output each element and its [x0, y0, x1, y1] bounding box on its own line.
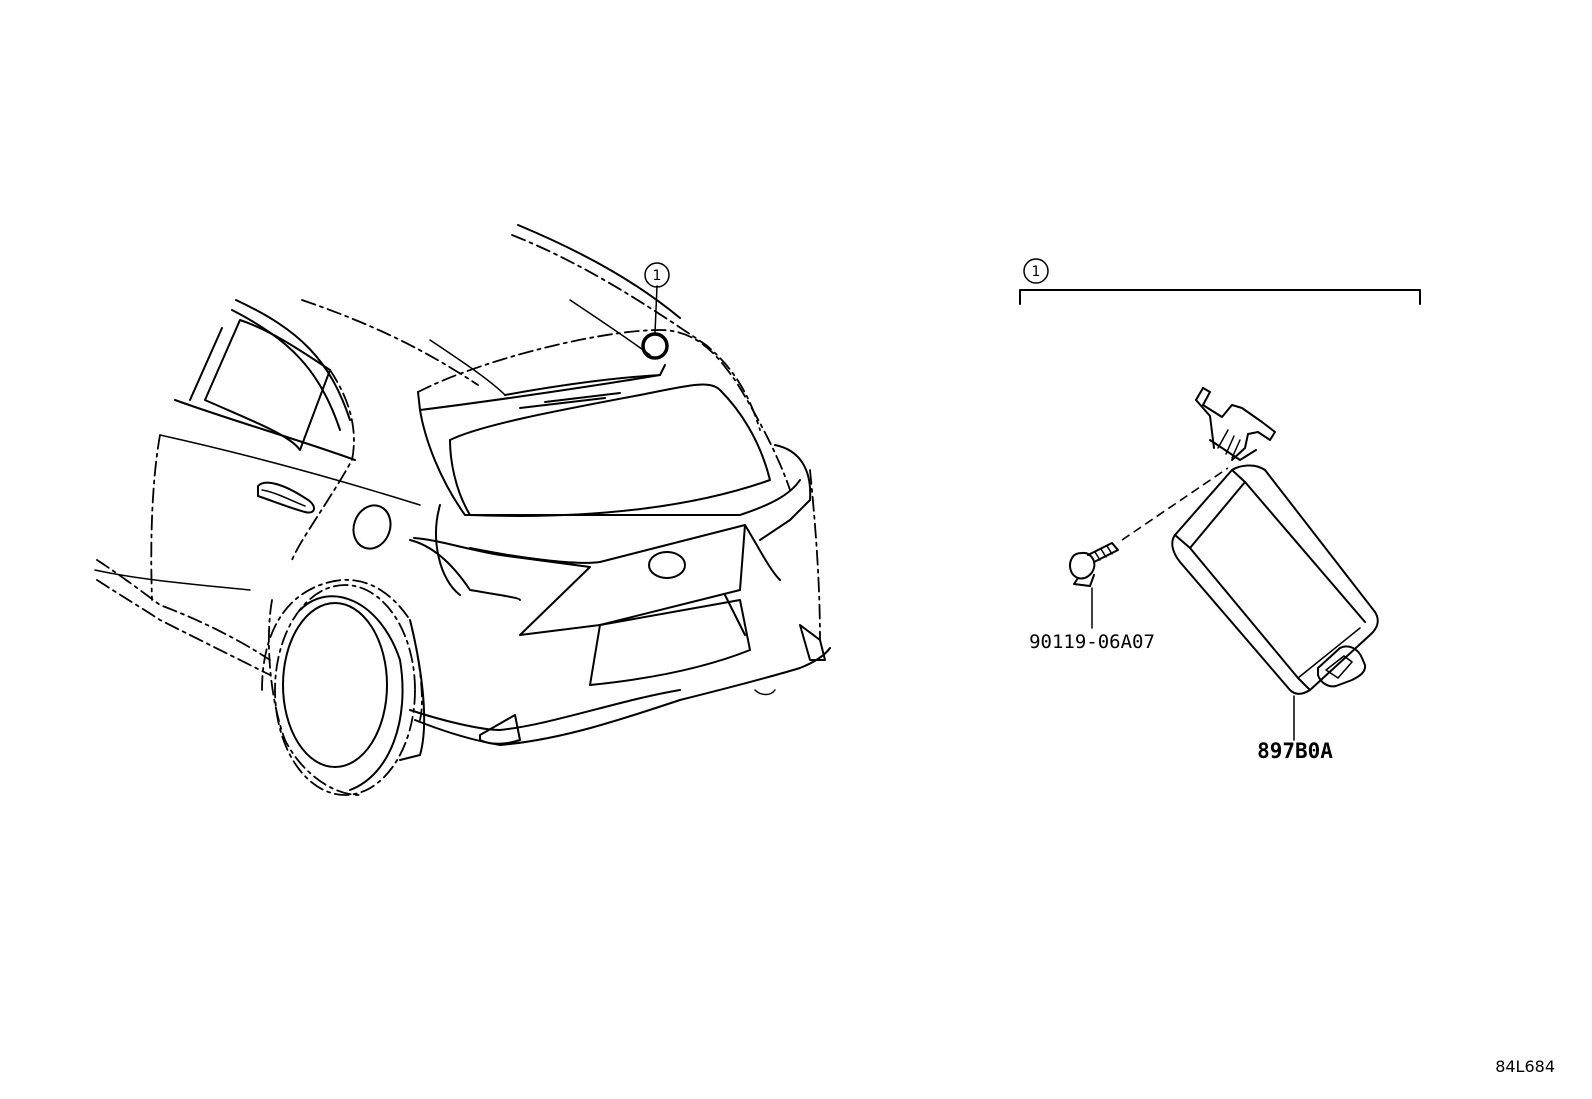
- car-callout-number: 1: [653, 268, 662, 284]
- figure-code: 84L684: [1495, 1057, 1555, 1076]
- module-part-number: 897B0A: [1257, 739, 1333, 763]
- sensor-location-marker: [641, 332, 669, 360]
- vehicle-rear-view: 1: [94, 224, 831, 796]
- assembly-bracket: 1: [1019, 258, 1421, 305]
- bolt-part: 90119-06A07: [1029, 542, 1155, 653]
- bolt-part-number: 90119-06A07: [1029, 631, 1155, 653]
- assembly-callout-number: 1: [1032, 264, 1041, 280]
- assembly-line: [1121, 467, 1229, 541]
- module-part: 897B0A: [1171, 387, 1379, 763]
